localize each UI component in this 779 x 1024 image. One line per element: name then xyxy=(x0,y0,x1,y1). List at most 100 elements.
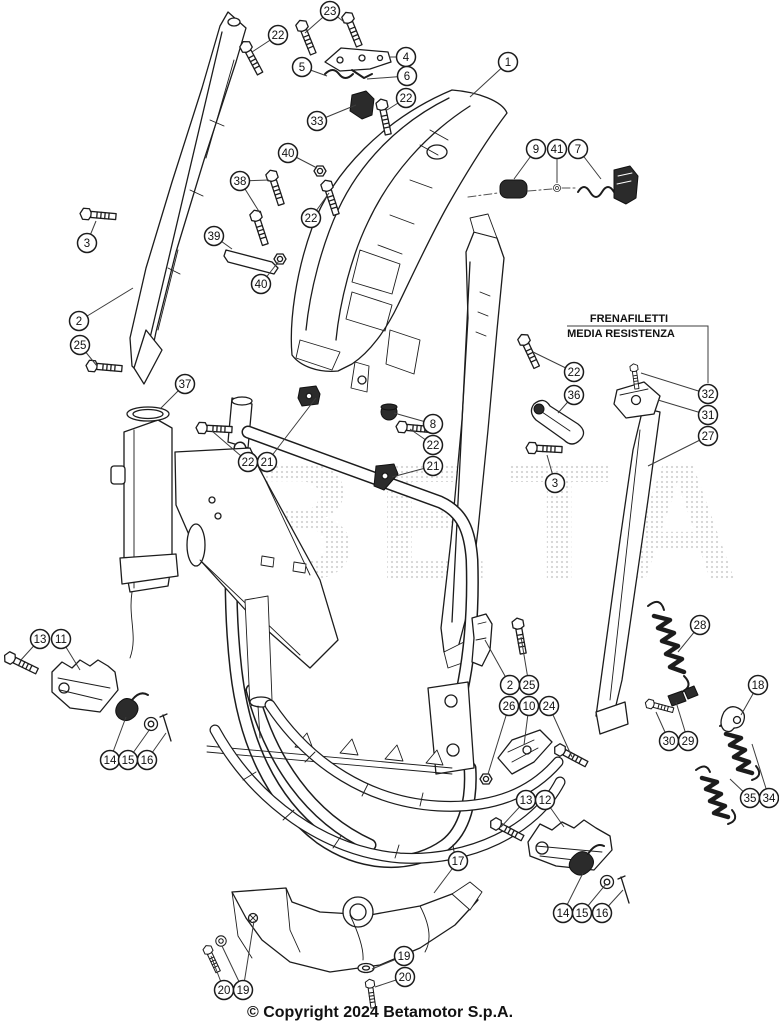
callout-9[interactable]: 9 xyxy=(525,138,547,160)
callout-circle[interactable] xyxy=(567,138,589,160)
callout-3[interactable]: 3 xyxy=(76,232,98,254)
callout-circle[interactable] xyxy=(300,207,322,229)
callout-circle[interactable] xyxy=(395,87,417,109)
callout-14[interactable]: 14 xyxy=(552,902,574,924)
callout-31[interactable]: 31 xyxy=(697,404,719,426)
callout-circle[interactable] xyxy=(518,695,540,717)
callout-circle[interactable] xyxy=(697,383,719,405)
callout-circle[interactable] xyxy=(538,695,560,717)
callout-circle[interactable] xyxy=(422,434,444,456)
callout-28[interactable]: 28 xyxy=(689,614,711,636)
callout-8[interactable]: 8 xyxy=(422,413,444,435)
callout-circle[interactable] xyxy=(677,730,699,752)
callout-circle[interactable] xyxy=(136,749,158,771)
callout-32[interactable]: 32 xyxy=(697,383,719,405)
callout-circle[interactable] xyxy=(544,472,566,494)
callout-22[interactable]: 22 xyxy=(563,361,585,383)
callout-12[interactable]: 12 xyxy=(534,789,556,811)
callout-circle[interactable] xyxy=(203,225,225,247)
callout-41[interactable]: 41 xyxy=(546,138,568,160)
callout-17[interactable]: 17 xyxy=(447,850,469,872)
callout-circle[interactable] xyxy=(697,404,719,426)
callout-39[interactable]: 39 xyxy=(203,225,225,247)
callout-25[interactable]: 25 xyxy=(518,674,540,696)
callout-circle[interactable] xyxy=(29,628,51,650)
callout-circle[interactable] xyxy=(174,373,196,395)
callout-circle[interactable] xyxy=(232,979,254,1001)
callout-35[interactable]: 35 xyxy=(739,787,761,809)
callout-10[interactable]: 10 xyxy=(518,695,540,717)
callout-circle[interactable] xyxy=(319,0,341,22)
callout-20[interactable]: 20 xyxy=(394,966,416,988)
callout-22[interactable]: 22 xyxy=(300,207,322,229)
callout-40[interactable]: 40 xyxy=(250,273,272,295)
callout-2[interactable]: 2 xyxy=(499,674,521,696)
callout-27[interactable]: 27 xyxy=(697,425,719,447)
callout-5[interactable]: 5 xyxy=(291,56,313,78)
callout-circle[interactable] xyxy=(422,455,444,477)
callout-19[interactable]: 19 xyxy=(232,979,254,1001)
callout-circle[interactable] xyxy=(50,628,72,650)
callout-16[interactable]: 16 xyxy=(591,902,613,924)
callout-circle[interactable] xyxy=(250,273,272,295)
callout-29[interactable]: 29 xyxy=(677,730,699,752)
callout-circle[interactable] xyxy=(498,695,520,717)
callout-13[interactable]: 13 xyxy=(515,789,537,811)
callout-circle[interactable] xyxy=(393,945,415,967)
callout-circle[interactable] xyxy=(534,789,556,811)
callout-circle[interactable] xyxy=(571,902,593,924)
callout-16[interactable]: 16 xyxy=(136,749,158,771)
callout-circle[interactable] xyxy=(591,902,613,924)
callout-circle[interactable] xyxy=(394,966,416,988)
callout-circle[interactable] xyxy=(747,674,769,696)
callout-37[interactable]: 37 xyxy=(174,373,196,395)
callout-34[interactable]: 34 xyxy=(758,787,779,809)
callout-circle[interactable] xyxy=(69,334,91,356)
callout-36[interactable]: 36 xyxy=(563,384,585,406)
callout-24[interactable]: 24 xyxy=(538,695,560,717)
callout-22[interactable]: 22 xyxy=(237,451,259,473)
callout-38[interactable]: 38 xyxy=(229,170,251,192)
callout-23[interactable]: 23 xyxy=(319,0,341,22)
callout-21[interactable]: 21 xyxy=(256,451,278,473)
callout-circle[interactable] xyxy=(689,614,711,636)
callout-circle[interactable] xyxy=(563,361,585,383)
callout-circle[interactable] xyxy=(68,310,90,332)
callout-14[interactable]: 14 xyxy=(99,749,121,771)
callout-circle[interactable] xyxy=(422,413,444,435)
callout-3[interactable]: 3 xyxy=(544,472,566,494)
callout-circle[interactable] xyxy=(546,138,568,160)
callout-19[interactable]: 19 xyxy=(393,945,415,967)
callout-22[interactable]: 22 xyxy=(267,24,289,46)
callout-7[interactable]: 7 xyxy=(567,138,589,160)
callout-circle[interactable] xyxy=(518,674,540,696)
callout-25[interactable]: 25 xyxy=(69,334,91,356)
callout-40[interactable]: 40 xyxy=(277,142,299,164)
callout-18[interactable]: 18 xyxy=(747,674,769,696)
callout-circle[interactable] xyxy=(306,110,328,132)
callout-4[interactable]: 4 xyxy=(395,46,417,68)
callout-circle[interactable] xyxy=(76,232,98,254)
callout-22[interactable]: 22 xyxy=(395,87,417,109)
callout-circle[interactable] xyxy=(267,24,289,46)
callout-1[interactable]: 1 xyxy=(497,51,519,73)
callout-15[interactable]: 15 xyxy=(117,749,139,771)
callout-circle[interactable] xyxy=(256,451,278,473)
callout-circle[interactable] xyxy=(396,65,418,87)
callout-33[interactable]: 33 xyxy=(306,110,328,132)
callout-22[interactable]: 22 xyxy=(422,434,444,456)
callout-circle[interactable] xyxy=(447,850,469,872)
callout-6[interactable]: 6 xyxy=(396,65,418,87)
callout-15[interactable]: 15 xyxy=(571,902,593,924)
callout-13[interactable]: 13 xyxy=(29,628,51,650)
callout-circle[interactable] xyxy=(497,51,519,73)
callout-circle[interactable] xyxy=(697,425,719,447)
callout-circle[interactable] xyxy=(229,170,251,192)
callout-circle[interactable] xyxy=(277,142,299,164)
callout-circle[interactable] xyxy=(563,384,585,406)
callout-26[interactable]: 26 xyxy=(498,695,520,717)
callout-11[interactable]: 11 xyxy=(50,628,72,650)
callout-circle[interactable] xyxy=(291,56,313,78)
callout-circle[interactable] xyxy=(525,138,547,160)
callout-2[interactable]: 2 xyxy=(68,310,90,332)
